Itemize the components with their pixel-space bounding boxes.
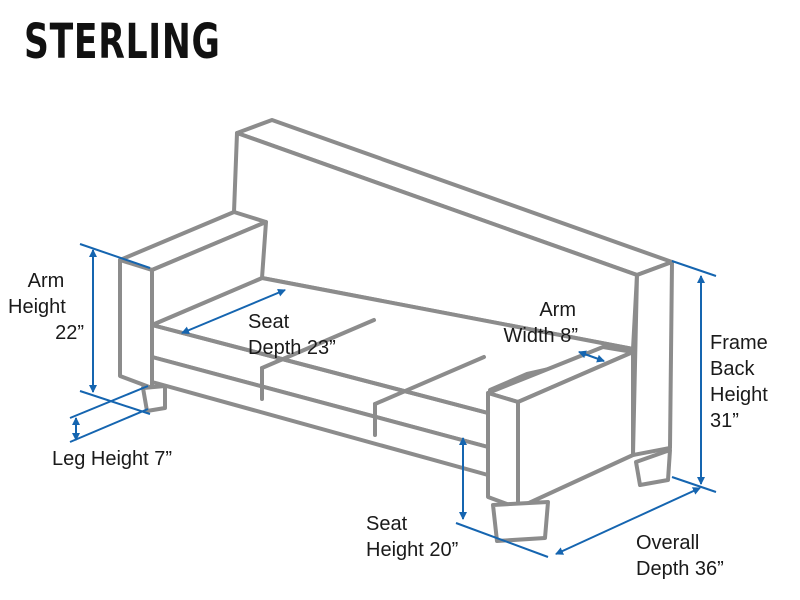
seat-depth-line bbox=[181, 289, 286, 334]
dimension-lines bbox=[69, 243, 717, 558]
leg-height-label-line1: Leg Height 7” bbox=[52, 448, 173, 470]
cushion-divider-3 bbox=[373, 355, 486, 406]
frame-back-height-label-line3: Height bbox=[710, 384, 768, 406]
frame-height-ext-top bbox=[671, 260, 717, 277]
seat-top-edge bbox=[150, 323, 490, 415]
overall-depth-label-line1: Overall bbox=[636, 532, 700, 554]
seat-depth-label: Seat Depth 23” bbox=[248, 309, 336, 361]
seat-height-label-line1: Seat bbox=[366, 513, 408, 535]
arm-width-line bbox=[578, 350, 605, 363]
seat-depth-label-line2: Depth 23” bbox=[248, 337, 336, 359]
right-front-leg bbox=[491, 500, 550, 543]
arm-height-ext-bottom bbox=[79, 390, 151, 415]
overall-depth-label-line2: Depth 36” bbox=[636, 558, 724, 580]
overall-depth-label: Overall Depth 36” bbox=[636, 530, 724, 582]
arm-width-label-line2: Width 8” bbox=[503, 325, 578, 347]
leg-height-ext bbox=[69, 408, 149, 443]
frame-back-height-label-line1: Frame bbox=[710, 332, 768, 354]
arm-width-label: Arm Width 8” bbox=[488, 297, 578, 349]
seat-depth-label-line1: Seat bbox=[248, 311, 290, 333]
arm-height-label: Arm Height 22” bbox=[8, 268, 84, 346]
leg-height-label: Leg Height 7” bbox=[52, 446, 172, 472]
right-arm-front bbox=[486, 391, 520, 510]
frame-back-height-label-line4: 31” bbox=[710, 410, 739, 432]
overall-depth-line bbox=[555, 487, 701, 555]
left-arm-front bbox=[118, 258, 154, 390]
product-title: STERLING bbox=[24, 14, 221, 70]
frame-height-ext-bottom bbox=[671, 476, 717, 493]
seat-height-label: Seat Height 20” bbox=[366, 511, 458, 563]
arm-height-label-line2: Height bbox=[8, 296, 66, 318]
arm-width-label-line1: Arm bbox=[539, 299, 576, 321]
leg-height-ext-2 bbox=[69, 385, 149, 419]
right-back-leg bbox=[634, 448, 672, 487]
right-arm-side bbox=[516, 350, 635, 510]
arm-height-label-line3: 22” bbox=[55, 322, 84, 344]
seat-height-label-line2: Height 20” bbox=[366, 539, 459, 561]
seat-cushion-lines bbox=[150, 318, 490, 437]
frame-back-height-label-line2: Back bbox=[710, 358, 755, 380]
sofa-outline bbox=[118, 118, 674, 543]
backrest-side bbox=[631, 260, 674, 457]
arm-height-ext-top bbox=[79, 243, 151, 269]
seat-height-ext bbox=[455, 522, 549, 558]
arm-height-label-line1: Arm bbox=[27, 270, 65, 292]
left-leg bbox=[141, 384, 167, 413]
frame-back-height-label: Frame Back Height 31” bbox=[710, 330, 768, 434]
